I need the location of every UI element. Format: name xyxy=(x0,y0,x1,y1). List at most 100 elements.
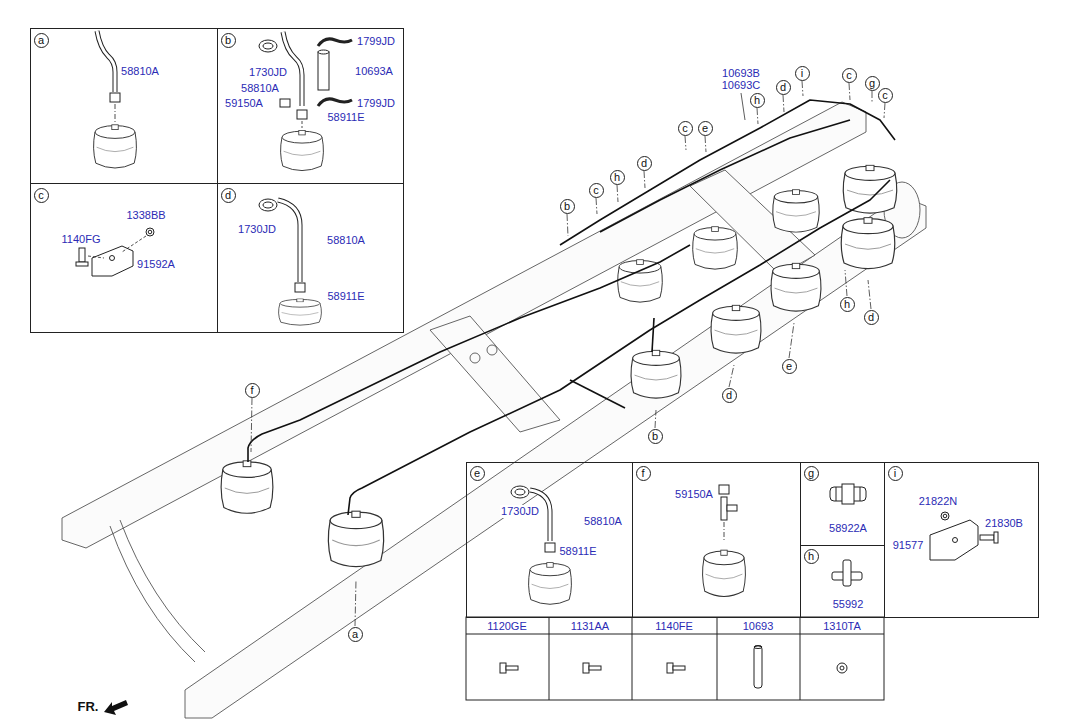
leader-line xyxy=(757,108,758,124)
detail-drawing xyxy=(529,563,572,605)
detail-drawing xyxy=(148,230,152,234)
detail-drawing xyxy=(115,104,116,122)
callout-circle: c xyxy=(878,88,893,103)
callout-circle: d xyxy=(722,388,737,403)
detail-drawing xyxy=(146,228,154,236)
callout-letter: a xyxy=(38,34,44,46)
callout-circle: e xyxy=(698,121,713,136)
detail-drawing xyxy=(843,560,851,586)
callout-circle: e xyxy=(782,359,797,374)
leader-line xyxy=(884,103,885,118)
callout-letter: i xyxy=(801,67,803,79)
part-number: 55992 xyxy=(832,598,865,611)
part-number: 1310TA xyxy=(822,620,862,633)
callout-letter: d xyxy=(780,81,786,93)
leader-line xyxy=(567,214,568,236)
air-spring xyxy=(618,260,663,302)
detail-drawing xyxy=(76,31,998,604)
leader-line xyxy=(802,81,803,96)
callout-letter: c xyxy=(38,189,44,201)
callout-circle: b xyxy=(221,33,236,48)
parts-table xyxy=(667,663,673,673)
detail-panel: 1799JD1730JD10693A58810A59150A1799JD5891… xyxy=(217,28,404,184)
part-number: 58810A xyxy=(120,65,160,78)
callout-letter: c xyxy=(682,122,688,134)
callout-circle: d xyxy=(221,188,236,203)
part-number: 1730JD xyxy=(500,505,540,518)
air-spring xyxy=(221,461,273,513)
parts-table xyxy=(466,617,884,700)
detail-drawing xyxy=(94,125,137,168)
callout-circle: d xyxy=(864,310,879,325)
parts-table xyxy=(840,666,844,670)
part-number: 58810A xyxy=(583,515,623,528)
detail-drawing xyxy=(994,532,998,543)
detail-drawing xyxy=(263,202,273,208)
callout-letter: g xyxy=(808,467,814,479)
part-number: 10693A xyxy=(354,65,394,78)
chassis-frame xyxy=(62,102,926,718)
part-number: 58911E xyxy=(558,545,597,558)
callout-circle: b xyxy=(648,429,663,444)
detail-drawing xyxy=(727,505,737,511)
part-number: 91592A xyxy=(136,258,176,271)
parts-table xyxy=(500,663,506,673)
detail-panel: 1730JD58810A58911Ee xyxy=(466,462,633,618)
parts-table xyxy=(506,666,518,670)
callout-circle: i xyxy=(888,466,903,481)
chassis-frame xyxy=(185,196,926,718)
leader-line xyxy=(849,83,850,100)
callout-letter: g xyxy=(869,77,875,89)
part-number: 58911E xyxy=(326,111,365,124)
part-number: 1131AA xyxy=(570,620,610,633)
part-number: 10693 xyxy=(742,620,775,633)
detail-panel: 1730JD58810A58911Ed xyxy=(217,183,404,333)
detail-panel: 21822N21830B91577i xyxy=(884,462,1039,618)
callout-letter: a xyxy=(352,628,358,640)
callout-circle: h xyxy=(610,170,625,185)
callout-letter: d xyxy=(868,311,874,323)
callout-letter: h xyxy=(808,550,814,562)
detail-drawing xyxy=(953,538,958,543)
detail-drawing xyxy=(943,514,947,518)
detail-drawing xyxy=(318,52,329,90)
part-number: 1730JD xyxy=(248,66,288,79)
detail-drawing xyxy=(295,283,305,292)
part-number: 58810A xyxy=(326,234,366,247)
detail-drawing xyxy=(980,535,994,540)
chassis-frame xyxy=(430,316,560,432)
callout-letter: h xyxy=(844,298,850,310)
detail-drawing xyxy=(318,50,329,54)
part-number: 1140FE xyxy=(654,620,694,633)
part-number: 21830B xyxy=(984,517,1024,530)
part-number: 59150A xyxy=(224,97,264,110)
air-pipe xyxy=(248,245,690,462)
callout-letter: d xyxy=(641,157,647,169)
detail-drawing xyxy=(92,246,133,276)
detail-panel: 58922Ag xyxy=(800,462,885,546)
detail-drawing xyxy=(724,522,725,542)
detail-drawing xyxy=(318,39,352,46)
callout-letter: f xyxy=(641,467,644,479)
callout-circle: d xyxy=(637,156,652,171)
leader-line xyxy=(705,136,706,152)
detail-drawing xyxy=(318,99,352,106)
callout-letter: c xyxy=(846,69,852,81)
detail-drawing xyxy=(279,299,322,325)
detail-drawing xyxy=(259,40,277,52)
detail-drawing xyxy=(515,489,525,495)
detail-drawing xyxy=(511,486,529,498)
parts-table xyxy=(754,646,762,688)
leader-line xyxy=(868,280,871,309)
detail-panel: 59150A f xyxy=(632,462,801,618)
callout-circle: a xyxy=(34,33,49,48)
air-pipe xyxy=(348,180,890,515)
leader-line xyxy=(617,185,618,202)
leader-line xyxy=(251,81,885,626)
detail-drawing xyxy=(297,110,307,119)
leader-line xyxy=(845,270,847,296)
air-pipe xyxy=(600,120,850,232)
parts-table xyxy=(673,666,685,670)
part-number: 59150A xyxy=(674,488,714,501)
